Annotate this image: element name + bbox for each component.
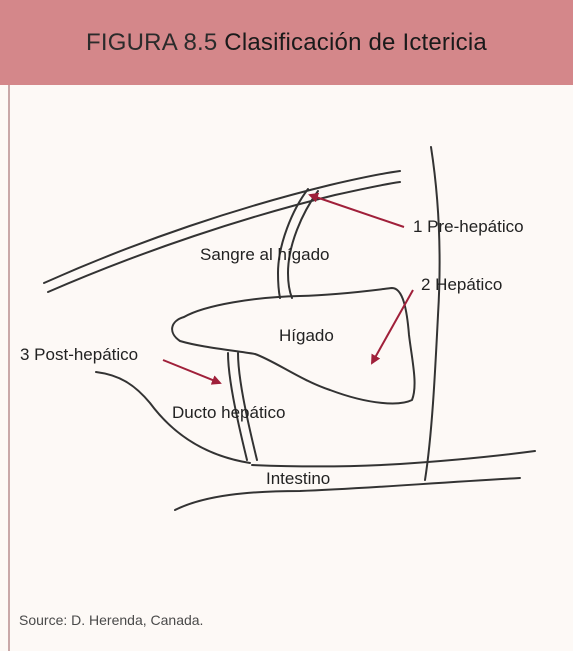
label-pre-hepatic: 1 Pre-hepático: [413, 217, 524, 236]
portal-vessel-right: [287, 190, 319, 299]
liver-outline: [171, 287, 416, 405]
intestine-lower-line: [174, 477, 521, 511]
right-boundary-line: [424, 146, 441, 481]
arrow-hepatic: [371, 289, 414, 365]
arrow-post-hepatic: [162, 359, 222, 385]
vessel-upper-line: [43, 170, 401, 284]
source-credit: Source: D. Herenda, Canada.: [19, 612, 204, 628]
label-hepatic-duct: Ducto hepático: [172, 403, 285, 422]
vessel-lower-line: [47, 181, 401, 293]
portal-vessel-left: [277, 188, 309, 299]
label-liver: Hígado: [279, 326, 334, 345]
label-post-hepatic: 3 Post-hepático: [20, 345, 138, 364]
hepatic-duct-left: [227, 352, 248, 461]
jaundice-diagram: 1 Pre-hepático Sangre al hígado 2 Hepáti…: [20, 146, 536, 511]
label-blood-to-liver: Sangre al hígado: [200, 245, 330, 264]
arrow-pre-hepatic: [308, 192, 405, 228]
figure-number: FIGURA 8.5: [86, 28, 218, 56]
figure-header: FIGURA 8.5 Clasificación de Ictericia: [0, 0, 573, 85]
label-hepatic: 2 Hepático: [421, 275, 502, 294]
figure-title: FIGURA 8.5 Clasificación de Ictericia: [86, 29, 487, 57]
label-intestine: Intestino: [266, 469, 330, 488]
figure-name: Clasificación de Ictericia: [224, 28, 487, 56]
intestine-upper-line: [251, 450, 536, 468]
left-tract-line: [95, 371, 251, 464]
hepatic-duct-right: [237, 352, 258, 461]
left-border-rule: [8, 85, 10, 651]
